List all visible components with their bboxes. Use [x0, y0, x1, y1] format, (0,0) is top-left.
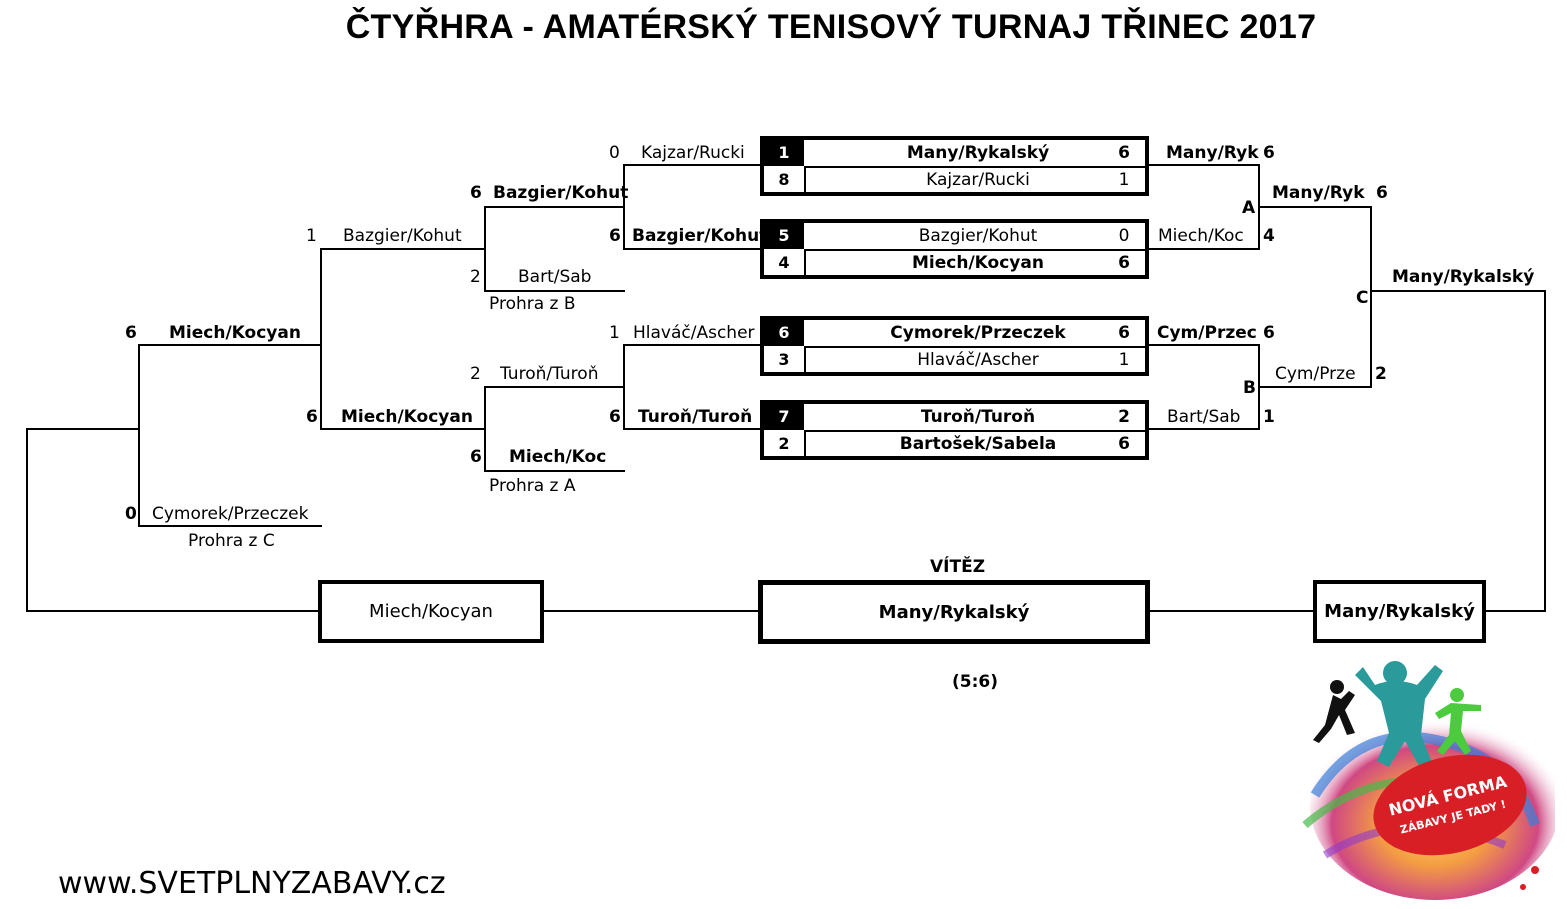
score-label: 2	[470, 364, 481, 384]
team-name: Kajzar/Rucki	[926, 170, 1030, 190]
team-label: Bart/Sab	[518, 267, 592, 287]
team-name: Bazgier/Kohut	[918, 226, 1038, 246]
team-score: 0	[1118, 226, 1130, 246]
winner-label: VÍTĚZ	[930, 557, 986, 577]
loser-label: Prohra z C	[188, 531, 275, 551]
champion-box: Many/Rykalský	[758, 580, 1150, 644]
match-box-4: 7 Turoň/Turoň 2 2 Bartošek/Sabela 6	[760, 400, 1149, 460]
score-label: 4	[1263, 226, 1275, 246]
score-label: 0	[609, 143, 620, 163]
seed-number: 8	[764, 168, 806, 192]
team-label: Many/Rykalský	[1392, 267, 1535, 287]
team-label: Hlaváč/Ascher	[633, 323, 755, 343]
score-label: 6	[609, 226, 621, 246]
team-name: Miech/Kocyan	[912, 253, 1044, 273]
left-finalist-box: Miech/Kocyan	[318, 580, 544, 643]
team-score: 6	[1118, 253, 1130, 273]
team-score: 1	[1118, 170, 1130, 190]
score-label: 2	[1375, 364, 1387, 384]
team-label: Bazgier/Kohut	[343, 226, 462, 246]
team-score: 1	[1118, 350, 1130, 370]
final-result: (5:6)	[952, 672, 998, 692]
score-label: 6	[1376, 183, 1388, 203]
brand-logo: NOVÁ FORMA ZÁBAVY JE TADY !	[1285, 655, 1560, 905]
team-label: Miech/Kocyan	[169, 323, 301, 343]
match-label-a: A	[1242, 198, 1256, 218]
team-label: Miech/Koc	[1158, 226, 1244, 246]
team-label: Turoň/Turoň	[500, 364, 599, 384]
team-label: Turoň/Turoň	[638, 407, 753, 427]
website-link[interactable]: www.SVETPLNYZABAVY.cz	[58, 866, 446, 901]
score-label: 6	[609, 407, 621, 427]
score-label: 0	[125, 504, 137, 524]
team-label: Miech/Kocyan	[341, 407, 473, 427]
brand-logo-graphic: NOVÁ FORMA ZÁBAVY JE TADY !	[1302, 661, 1560, 900]
score-label: 1	[609, 323, 620, 343]
page-title: ČTYŘHRA - AMATÉRSKÝ TENISOVÝ TURNAJ TŘIN…	[345, 8, 1317, 46]
seed-number: 3	[764, 348, 806, 372]
team-name: Many/Rykalský	[906, 143, 1050, 163]
team-label: Bazgier/Kohut	[632, 226, 768, 246]
score-label: 6	[306, 407, 318, 427]
team-label: Bazgier/Kohut	[493, 183, 629, 203]
team-label: Many/Rykalský	[878, 601, 1030, 623]
loser-label: Prohra z B	[489, 294, 576, 314]
team-score: 2	[1118, 407, 1130, 427]
match-box-3: 6 Cymorek/Przeczek 6 3 Hlaváč/Ascher 1	[760, 316, 1149, 376]
score-label: 6	[470, 447, 482, 467]
team-label: Cymorek/Przeczek	[152, 504, 309, 524]
team-name: Turoň/Turoň	[920, 407, 1036, 427]
seed-number: 6	[764, 320, 804, 346]
team-name: Bartošek/Sabela	[899, 434, 1057, 454]
team-score: 6	[1118, 434, 1130, 454]
match-label-b: B	[1243, 378, 1256, 398]
seed-number: 7	[764, 404, 804, 430]
team-label: Kajzar/Rucki	[641, 143, 745, 163]
team-label: Cym/Przec	[1157, 323, 1257, 343]
score-label: 6	[125, 323, 137, 343]
score-label: 6	[470, 183, 482, 203]
match-box-1: 1 Many/Rykalský 6 8 Kajzar/Rucki 1	[760, 136, 1149, 196]
match-box-2: 5 Bazgier/Kohut 0 4 Miech/Kocyan 6	[760, 219, 1149, 279]
team-label: Bart/Sab	[1167, 407, 1241, 427]
team-score: 6	[1118, 323, 1130, 343]
score-label: 1	[306, 226, 317, 246]
loser-label: Prohra z A	[489, 476, 576, 496]
team-label: Miech/Koc	[509, 447, 607, 467]
score-label: 1	[1263, 407, 1275, 427]
team-label: Many/Ryk	[1166, 143, 1259, 163]
score-label: 6	[1263, 143, 1275, 163]
team-score: 6	[1118, 143, 1130, 163]
team-name: Hlaváč/Ascher	[917, 350, 1039, 370]
team-name: Cymorek/Przeczek	[890, 323, 1066, 343]
seed-number: 4	[764, 251, 806, 275]
team-label: Many/Ryk	[1272, 183, 1365, 203]
seed-number: 5	[764, 223, 804, 249]
seed-number: 2	[764, 432, 806, 456]
seed-number: 1	[764, 140, 804, 166]
team-label: Miech/Kocyan	[369, 601, 493, 622]
score-label: 6	[1263, 323, 1275, 343]
score-label: 2	[470, 267, 481, 287]
team-label: Cym/Prze	[1275, 364, 1356, 384]
right-finalist-box: Many/Rykalský	[1313, 580, 1486, 643]
match-label-c: C	[1356, 288, 1369, 308]
team-label: Many/Rykalský	[1324, 601, 1475, 622]
